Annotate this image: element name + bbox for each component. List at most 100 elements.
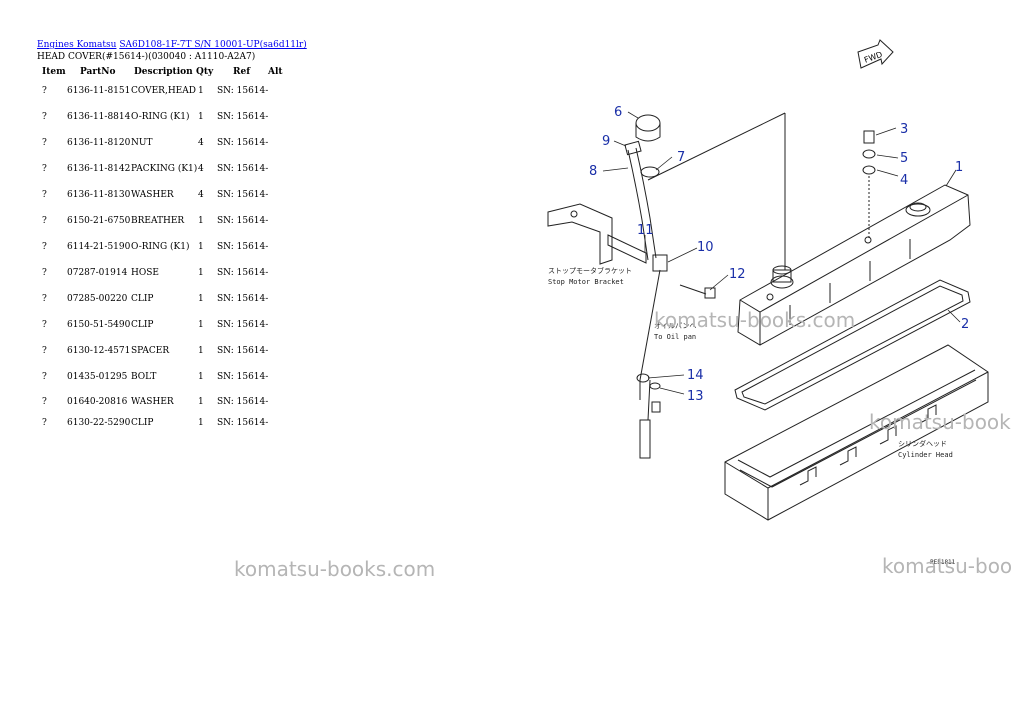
callout-14: 14: [687, 368, 704, 383]
callout-4: 4: [900, 173, 908, 188]
callout-13: 13: [687, 389, 704, 404]
row-description: O-RING (K1): [131, 112, 190, 122]
row-partno: 6136-11-8814: [67, 112, 131, 122]
row-description: COVER,HEAD: [131, 86, 196, 96]
row-partno: 6130-22-5290: [67, 418, 131, 428]
row-partno: 6136-11-8120: [67, 138, 131, 148]
callout-7: 7: [677, 150, 685, 165]
row-partno: 07285-00220: [67, 294, 128, 304]
callout-1: 1: [955, 160, 963, 175]
callout-5: 5: [900, 151, 908, 166]
row-item: ?: [42, 190, 47, 200]
cylinder-head-drawing: [724, 344, 989, 521]
row-qty: 1: [198, 294, 204, 304]
page-title: HEAD COVER(#15614-)(030040 : A1110-A2A7): [37, 52, 256, 62]
row-ref: SN: 15614-: [217, 112, 269, 122]
row-description: CLIP: [131, 418, 154, 428]
row-ref: SN: 15614-: [217, 242, 269, 252]
callout-3: 3: [900, 122, 908, 137]
row-partno: 01640-20816: [67, 397, 128, 407]
row-qty: 1: [198, 418, 204, 428]
row-ref: SN: 15614-: [217, 418, 269, 428]
row-item: ?: [42, 164, 47, 174]
row-item: ?: [42, 320, 47, 330]
row-item: ?: [42, 294, 47, 304]
row-partno: 6150-51-5490: [67, 320, 131, 330]
row-description: CLIP: [131, 294, 154, 304]
row-partno: 01435-01295: [67, 372, 128, 382]
stop-motor-label-jp: ストップモータブラケット: [548, 266, 632, 275]
callout-11: 11: [637, 223, 654, 238]
watermark: komatsu-boo: [882, 554, 1013, 578]
row-qty: 1: [198, 397, 204, 407]
breadcrumb-link-model[interactable]: SA6D108-1F-7T S/N 10001-UP(sa6d11lr): [119, 40, 307, 50]
row-description: O-RING (K1): [131, 242, 190, 252]
row-qty: 4: [198, 138, 204, 148]
row-item: ?: [42, 397, 47, 407]
watermark: komatsu-book: [869, 410, 1011, 434]
row-ref: SN: 15614-: [217, 190, 269, 200]
row-item: ?: [42, 216, 47, 226]
row-partno: 6136-11-8151: [67, 86, 131, 96]
drawing-code: PE51811: [930, 559, 956, 566]
callout-12: 12: [729, 267, 746, 282]
gasket-drawing: [734, 279, 971, 411]
row-qty: 1: [198, 216, 204, 226]
row-ref: SN: 15614-: [217, 138, 269, 148]
watermark: komatsu-books.com: [654, 308, 856, 332]
bolt-drawing: [679, 284, 716, 299]
row-description: WASHER: [131, 190, 174, 200]
row-ref: SN: 15614-: [217, 320, 269, 330]
callout-2: 2: [961, 317, 969, 332]
column-header-description: Description: [134, 67, 193, 77]
row-item: ?: [42, 138, 47, 148]
row-ref: SN: 15614-: [217, 346, 269, 356]
row-description: NUT: [131, 138, 153, 148]
row-item: ?: [42, 112, 47, 122]
row-qty: 4: [198, 164, 204, 174]
row-description: BOLT: [131, 372, 157, 382]
breadcrumb: Engines Komatsu SA6D108-1F-7T S/N 10001-…: [37, 40, 307, 51]
row-partno: 6136-11-8130: [67, 190, 131, 200]
row-partno: 6150-21-6750: [67, 216, 131, 226]
column-header-alt: Alt: [268, 67, 283, 77]
row-item: ?: [42, 86, 47, 96]
fwd-arrow-icon: FWD: [857, 39, 894, 69]
column-header-item: Item: [42, 67, 66, 77]
row-qty: 4: [198, 190, 204, 200]
row-item: ?: [42, 372, 47, 382]
row-qty: 1: [198, 86, 204, 96]
row-item: ?: [42, 242, 47, 252]
column-header-qty: Qty: [196, 67, 214, 77]
breadcrumb-link-engines[interactable]: Engines Komatsu: [37, 40, 117, 50]
row-description: HOSE: [131, 268, 159, 278]
row-ref: SN: 15614-: [217, 268, 269, 278]
callout-6: 6: [614, 105, 622, 120]
head-cover-drawing: [737, 184, 971, 346]
row-description: BREATHER: [131, 216, 185, 226]
row-qty: 1: [198, 320, 204, 330]
row-qty: 1: [198, 268, 204, 278]
nut-stack-drawing: [862, 130, 876, 238]
row-description: WASHER: [131, 397, 174, 407]
row-partno: 6114-21-5190: [67, 242, 131, 252]
row-qty: 1: [198, 346, 204, 356]
row-item: ?: [42, 418, 47, 428]
row-partno: 07287-01914: [67, 268, 128, 278]
callout-9: 9: [602, 134, 610, 149]
row-item: ?: [42, 268, 47, 278]
column-header-ref: Ref: [233, 67, 251, 77]
stop-motor-bracket-drawing: [547, 203, 613, 265]
row-item: ?: [42, 346, 47, 356]
row-ref: SN: 15614-: [217, 397, 269, 407]
stop-motor-label-en: Stop Motor Bracket: [548, 278, 624, 286]
row-description: PACKING (K1): [131, 164, 198, 174]
row-ref: SN: 15614-: [217, 86, 269, 96]
parts-diagram: FWD: [547, 39, 989, 566]
hose-drawing: [607, 140, 668, 459]
row-ref: SN: 15614-: [217, 164, 269, 174]
callout-10: 10: [697, 240, 714, 255]
row-qty: 1: [198, 112, 204, 122]
column-header-partno: PartNo: [80, 67, 116, 77]
row-description: SPACER: [131, 346, 170, 356]
